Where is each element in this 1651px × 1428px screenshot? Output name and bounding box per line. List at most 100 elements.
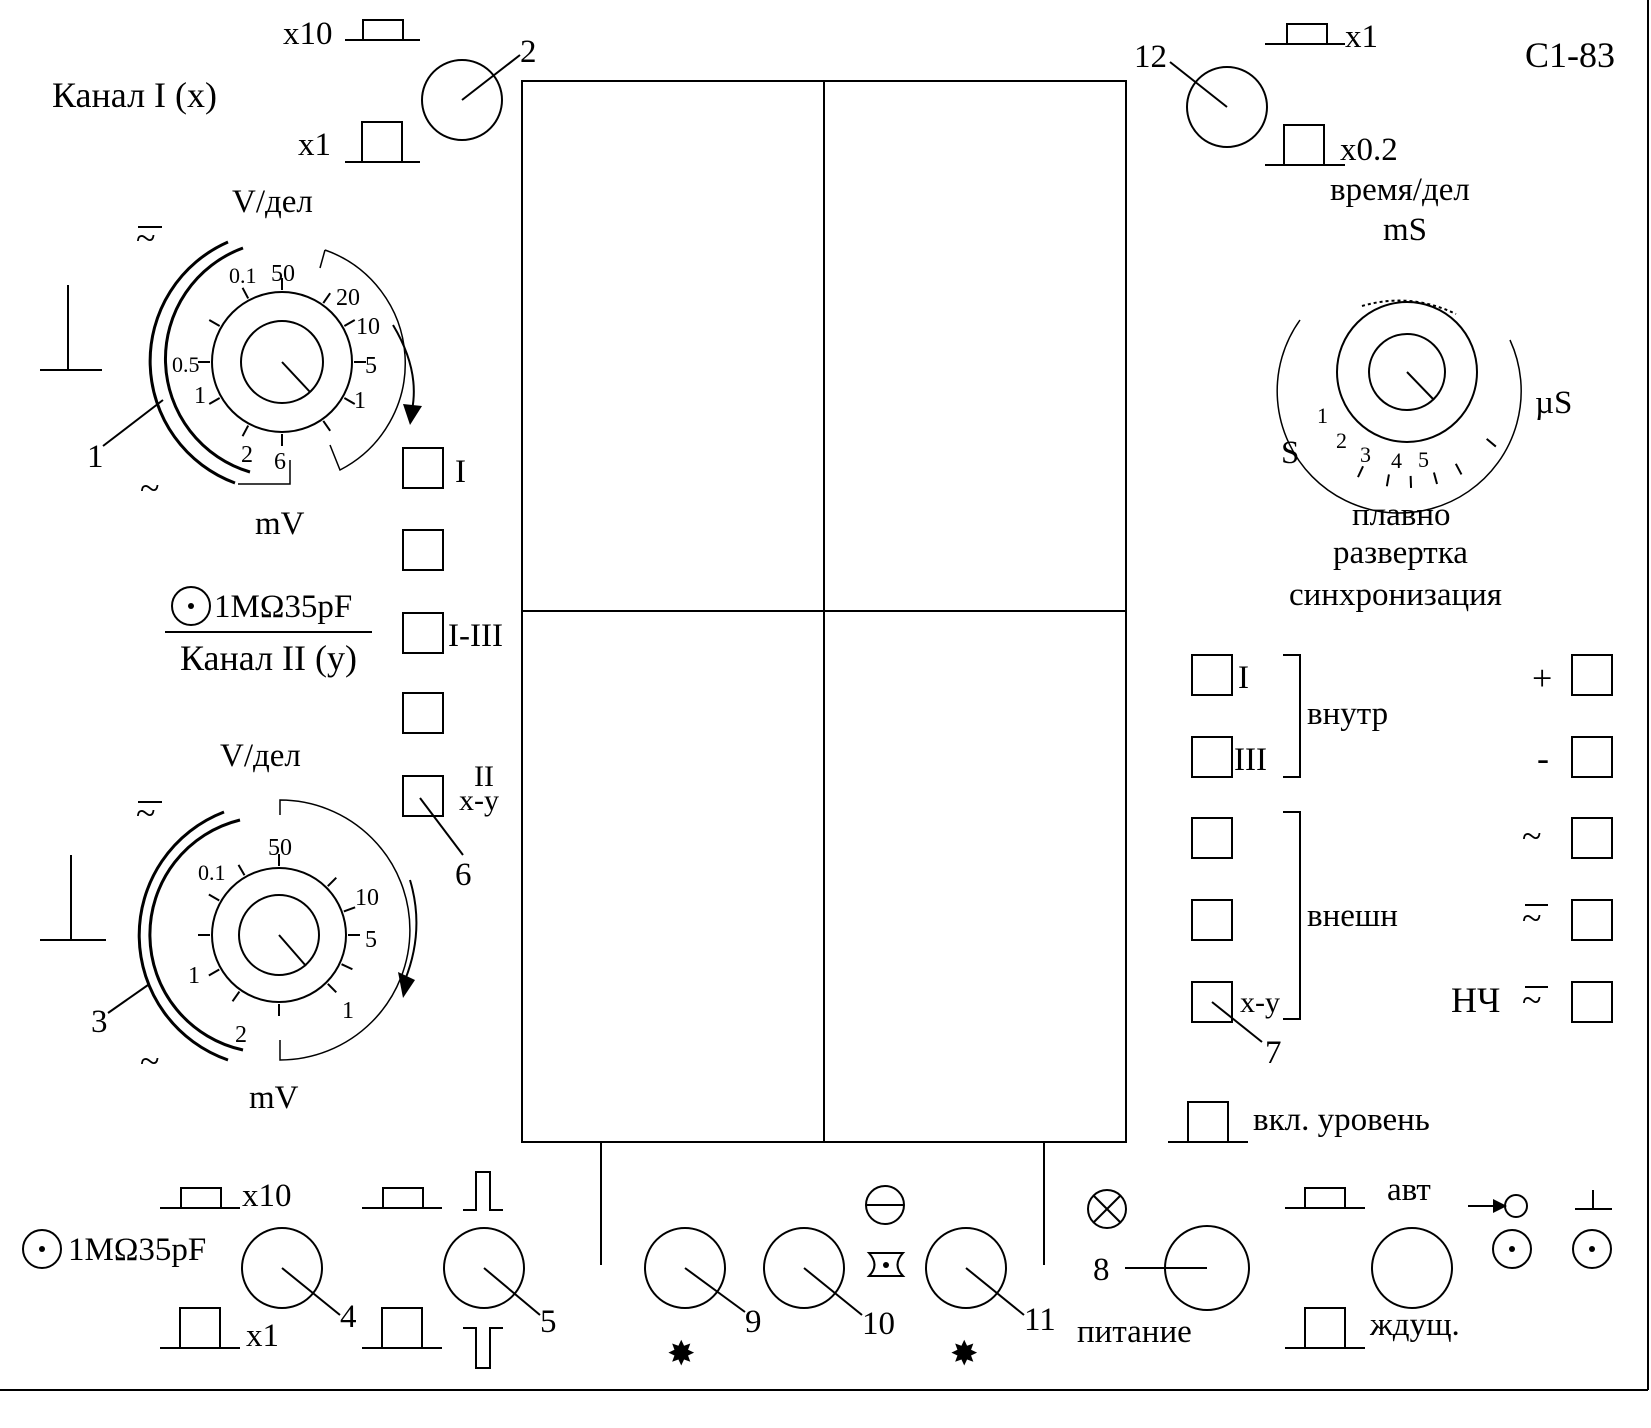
tb-ticks-mark <box>1432 472 1438 485</box>
power-lamp-icon <box>1087 1189 1127 1229</box>
fine-tick-2: 2 <box>1336 428 1347 453</box>
ch2-vdiv-label: V/дел <box>220 738 301 774</box>
ch2-ticks-mark <box>341 963 353 971</box>
coupling-acdc-label: ~ <box>1522 898 1541 938</box>
ch1-mv-label: mV <box>255 506 305 542</box>
knob-9[interactable] <box>644 1227 726 1309</box>
tb-x1-button[interactable] <box>1265 23 1345 45</box>
mode-button-I-III[interactable] <box>402 612 444 654</box>
input-1-label: 1MΩ35pF <box>214 589 352 625</box>
ch1-scale-2: 2 <box>241 442 253 468</box>
power-label: питание <box>1077 1314 1192 1350</box>
polarity-plus-button[interactable] <box>1571 654 1613 696</box>
ch2-dial[interactable] <box>211 867 347 1003</box>
tb-x02-button[interactable] <box>1265 124 1345 166</box>
model-label: C1-83 <box>1525 35 1615 75</box>
ch2-scale-2: 2 <box>235 1022 247 1048</box>
astigmatism-icon <box>866 1252 906 1277</box>
ext-sync-pin <box>1509 1246 1515 1252</box>
callout-11: 11 <box>1024 1302 1056 1338</box>
ext-sync-arrow-icon <box>1468 1194 1528 1218</box>
sync-I-button[interactable] <box>1191 654 1233 696</box>
level-enable-button[interactable] <box>1168 1101 1248 1143</box>
ch1-x10-button[interactable] <box>345 19 420 41</box>
coupling-lf-button[interactable] <box>1571 981 1613 1023</box>
sync-III-label: III <box>1234 742 1267 778</box>
ch2-x10-label: x10 <box>242 1178 292 1214</box>
knob-2-leader <box>461 54 521 101</box>
input-1-pin <box>188 603 194 609</box>
ext-sync-connector[interactable] <box>1492 1229 1532 1269</box>
ch2-scale-10: 10 <box>355 885 379 911</box>
ch1-coupling-switch[interactable] <box>148 240 251 485</box>
sweep-wait-button[interactable] <box>1285 1307 1365 1349</box>
input-1-connector[interactable] <box>171 586 211 626</box>
ext-button-2[interactable] <box>1191 899 1233 941</box>
ch2-ticks-mark <box>208 893 220 902</box>
mode-button-II-xy[interactable] <box>402 775 444 817</box>
ch2-x10-button[interactable] <box>160 1187 240 1209</box>
ch1-ticks-mark <box>343 397 356 405</box>
input-2-connector[interactable] <box>22 1229 62 1269</box>
level-label: вкл. уровень <box>1253 1102 1430 1138</box>
button-7-leader <box>1211 1001 1263 1043</box>
sweep-polarity-button-up[interactable] <box>362 1187 442 1209</box>
input-2-label: 1MΩ35pF <box>68 1232 206 1268</box>
ch1-dial-outer <box>211 291 353 433</box>
ch2-ticks-mark <box>237 864 246 876</box>
sweep-polarity-button-down[interactable] <box>362 1307 442 1349</box>
tb-ticks-mark <box>1486 438 1497 448</box>
knob-11[interactable] <box>925 1227 1007 1309</box>
knob-12[interactable] <box>1186 66 1268 148</box>
ch1-dial[interactable] <box>211 291 353 433</box>
ch1-scale-1b: 1 <box>194 383 206 409</box>
ch1-x1-button[interactable] <box>345 121 420 163</box>
timebase-dial[interactable] <box>1276 299 1522 514</box>
ch1-ticks-mark <box>241 425 250 437</box>
ch1-x1-label: x1 <box>298 127 331 163</box>
mode-button-4[interactable] <box>402 692 444 734</box>
s-label: S <box>1281 435 1299 471</box>
knob-10[interactable] <box>763 1227 845 1309</box>
coupling-acdc-button[interactable] <box>1571 899 1613 941</box>
ch2-dial-outer <box>211 867 347 1003</box>
timebase-dial-inner <box>1368 333 1446 411</box>
callout-4: 4 <box>340 1299 357 1335</box>
knob-4[interactable] <box>241 1227 323 1309</box>
ext-button-1[interactable] <box>1191 817 1233 859</box>
ch2-ground-symbol <box>40 855 106 941</box>
knob-2[interactable] <box>421 59 503 141</box>
lf-label: НЧ <box>1451 980 1500 1020</box>
ch2-coupling-switch[interactable] <box>137 810 244 1062</box>
coupling-ac-button[interactable] <box>1571 817 1613 859</box>
ch1-ticks-mark <box>343 319 356 327</box>
focus-icon <box>865 1185 905 1225</box>
ch1-ground-symbol <box>40 285 102 371</box>
tb-x02-label: x0.2 <box>1340 132 1398 168</box>
ch2-mv-label: mV <box>249 1080 299 1116</box>
knob-9-leader <box>684 1267 746 1313</box>
knob-10-leader <box>803 1267 863 1316</box>
ch2-ticks-mark <box>208 968 220 977</box>
ch1-range-arc <box>324 249 406 472</box>
ch1-ac-symbol-top: ~ <box>136 218 155 258</box>
us-label: µS <box>1535 385 1572 421</box>
ch2-x1-button[interactable] <box>160 1307 240 1349</box>
coupling-ac-label: ~ <box>1522 816 1541 856</box>
sweep-level-knob[interactable] <box>1371 1227 1453 1309</box>
ch2-scale-1b: 1 <box>188 963 200 989</box>
callout-1: 1 <box>87 439 104 475</box>
mode-button-2[interactable] <box>402 529 444 571</box>
knob-5[interactable] <box>443 1227 525 1309</box>
mode-button-I[interactable] <box>402 447 444 489</box>
tb-ticks-mark <box>1454 463 1463 475</box>
ch1-ac-symbol-bottom: ~ <box>140 468 159 508</box>
ch1-scale-50: 50 <box>271 261 295 287</box>
ground-connector[interactable] <box>1572 1229 1612 1269</box>
sweep-auto-button[interactable] <box>1285 1187 1365 1209</box>
polarity-minus-button[interactable] <box>1571 736 1613 778</box>
sync-III-button[interactable] <box>1191 736 1233 778</box>
internal-bracket <box>1283 654 1301 778</box>
sweep-label: развертка <box>1333 535 1468 571</box>
ch2-direction-arrow <box>404 879 418 981</box>
